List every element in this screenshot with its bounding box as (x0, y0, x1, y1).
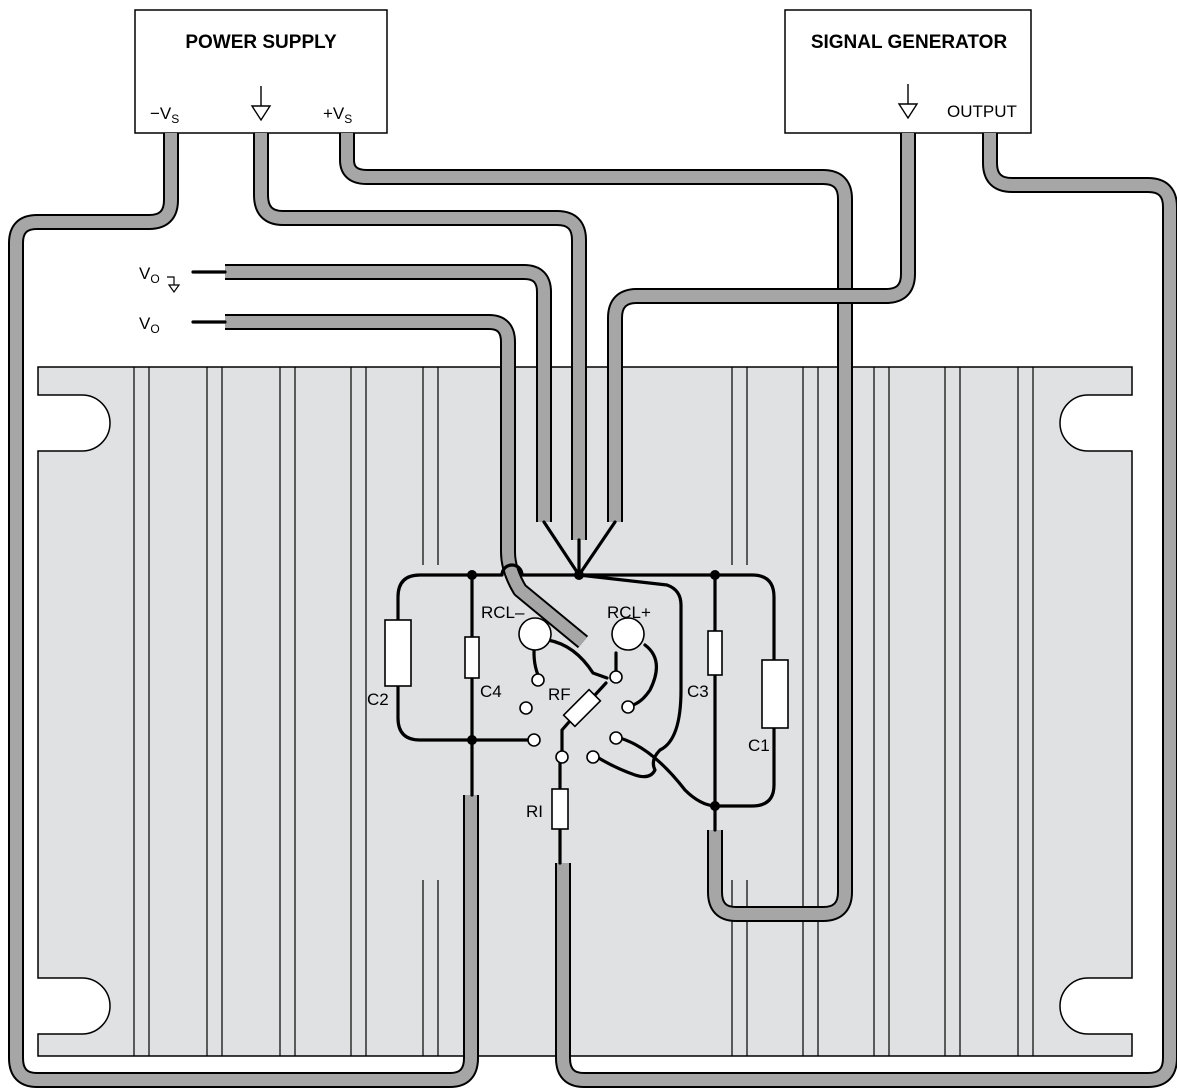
rcl-minus-label: RCL– (481, 603, 525, 622)
ic-pin (531, 673, 545, 687)
current-limit-resistor-minus (518, 617, 552, 651)
ic-pin (519, 701, 533, 715)
cables (8, 133, 1177, 1088)
c3-label: C3 (687, 682, 709, 701)
ic-pin (527, 733, 541, 747)
capacitor-c2 (384, 619, 412, 687)
signal-generator: SIGNAL GENERATOR OUTPUT (784, 9, 1032, 134)
power-supply-title: POWER SUPPLY (185, 32, 337, 53)
ic-pin (586, 750, 600, 764)
rf-label: RF (548, 685, 571, 704)
capacitor-c4 (464, 636, 480, 679)
ic-pin (609, 670, 623, 684)
resistor-rf (562, 688, 602, 728)
vo-label: VO (139, 314, 160, 336)
ri-label: RI (526, 802, 543, 821)
heatsink-fins (133, 367, 1034, 1056)
c4-label: C4 (480, 682, 502, 701)
c2-label: C2 (367, 690, 389, 709)
circuit-wiring (396, 520, 776, 865)
signal-generator-title: SIGNAL GENERATOR (811, 32, 1008, 53)
power-supply-box (134, 9, 388, 134)
junction-dots (467, 570, 720, 811)
current-limit-resistor-plus (611, 617, 645, 651)
ground-symbol-icon (897, 84, 919, 120)
output-leads (191, 270, 227, 324)
capacitor-c1 (761, 659, 789, 729)
vo-ground-label: VO (139, 264, 160, 286)
component-labels: RCL– RCL+ RF RI C2 C4 C3 C1 (367, 603, 770, 821)
ic-pin (609, 731, 623, 745)
rcl-plus-label: RCL+ (607, 603, 651, 622)
output-terminal: OUTPUT (947, 102, 1017, 121)
ground-tab-icon (167, 276, 181, 294)
components (384, 617, 789, 830)
c1-label: C1 (748, 736, 770, 755)
ic-pin (621, 700, 635, 714)
neg-vs-terminal: −VS (150, 104, 179, 126)
pos-vs-terminal: +VS (323, 104, 352, 126)
ic-pin (555, 750, 569, 764)
capacitor-c3 (707, 630, 723, 676)
resistor-ri (551, 788, 569, 830)
signal-generator-box (784, 9, 1032, 134)
power-supply: POWER SUPPLY −VS +VS (134, 9, 388, 134)
ground-symbol-icon (250, 86, 272, 122)
